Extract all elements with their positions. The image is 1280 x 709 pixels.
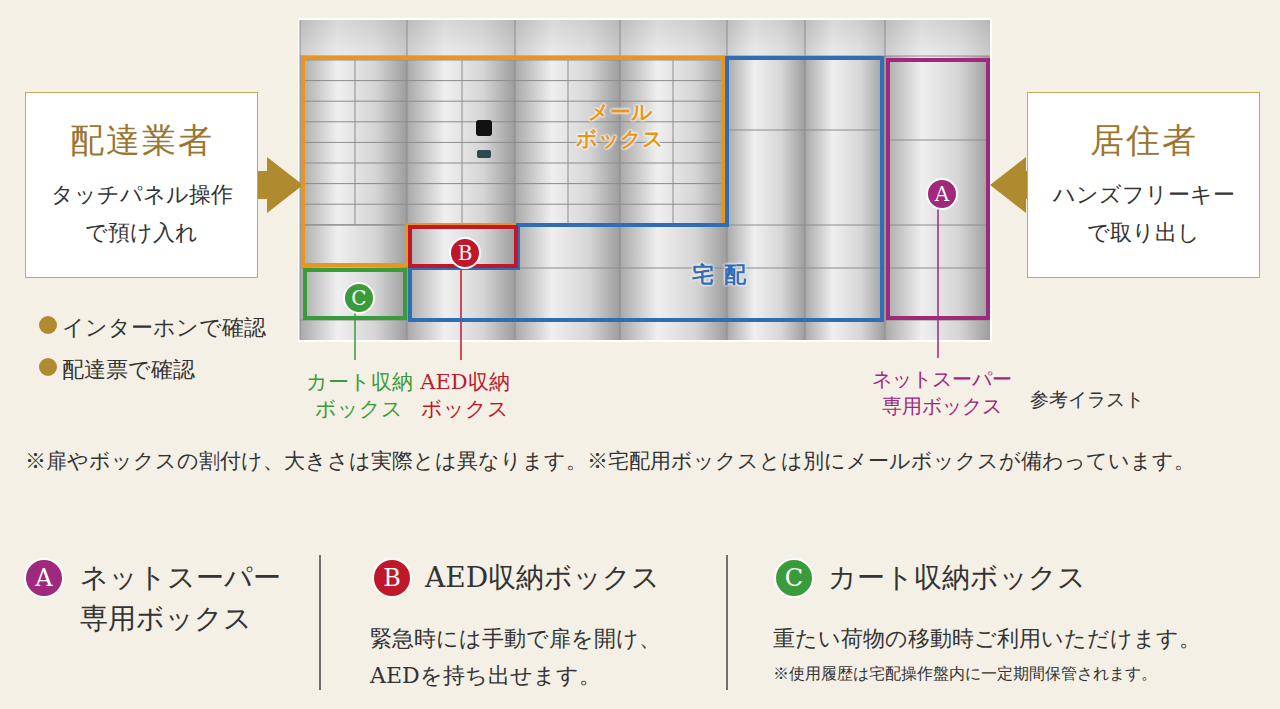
node-label: ネットスーパー 専用ボックス <box>862 366 1022 420</box>
mailbox-region: メール ボックス <box>303 58 723 265</box>
net-super-box: ネットスーパー 専用ボックスA <box>886 58 990 320</box>
locker-columns <box>300 20 990 340</box>
node-label: ハンズフリーキー で取り出し <box>1053 176 1235 253</box>
locker-caps <box>300 20 990 56</box>
region-outline <box>410 58 882 320</box>
node-label: カート収納 ボックス <box>299 369 419 424</box>
callout-badge: A <box>24 558 64 598</box>
node-label: 宅配 <box>692 260 756 290</box>
flow-arrow <box>258 157 303 213</box>
callout-letter: B <box>458 241 473 265</box>
callout-letter: A <box>935 182 949 206</box>
leader-lines <box>355 207 938 360</box>
callout-badge: A <box>926 178 958 210</box>
node-label: タッチパネル操作 で預け入れ <box>51 176 233 253</box>
item-note: ※使用履歴は宅配操作盤内に一定期間保管されます。 <box>773 660 1273 687</box>
callout-letter: A <box>35 564 52 592</box>
actor-title: 配達業者 <box>70 118 214 164</box>
item-body: 緊急時には手動で扉を開け、 AEDを持ち出せます。 <box>370 620 680 695</box>
locker-back <box>298 18 992 342</box>
aed-box: AED収納 ボックスB <box>408 225 518 268</box>
callout-badge: B <box>449 237 481 269</box>
callout-badge: C <box>343 282 375 314</box>
cart-box: カート収納 ボックスC <box>303 268 407 320</box>
item-heading: ネットスーパー 専用ボックス <box>80 558 295 639</box>
bullet-dots <box>39 316 57 376</box>
callout-letter: B <box>383 564 401 592</box>
node-label: メール ボックス <box>575 98 665 153</box>
item-heading: AED収納ボックス <box>425 558 715 599</box>
flow-arrow <box>990 157 1027 213</box>
item-heading: カート収納ボックス <box>828 558 1228 599</box>
callout-badge: B <box>372 558 412 598</box>
delivery-region: 宅配 <box>410 58 882 320</box>
region-outline <box>303 58 723 265</box>
callout-badge: C <box>774 558 814 598</box>
actor-box: 居住者ハンズフリーキー で取り出し <box>1027 92 1260 278</box>
callout-letter: C <box>351 286 366 310</box>
door-lines <box>300 20 990 340</box>
disclaimer-note: ※扉やボックスの割付け、大きさは実際とは異なります。※宅配用ボックスとは別にメー… <box>25 440 1265 482</box>
actor-title: 居住者 <box>1090 118 1198 164</box>
check-item: インターホンで確認 <box>62 310 302 345</box>
callout-letter: C <box>785 564 803 592</box>
item-body: 重たい荷物の移動時ご利用いただけます。 <box>773 620 1273 657</box>
illustration-note: 参考イラスト <box>1030 384 1190 414</box>
check-item: 配達票で確認 <box>62 352 302 387</box>
actor-box: 配達業者タッチパネル操作 で預け入れ <box>25 92 258 278</box>
node-label: AED収納 ボックス <box>410 369 520 424</box>
control-panel <box>476 120 492 158</box>
